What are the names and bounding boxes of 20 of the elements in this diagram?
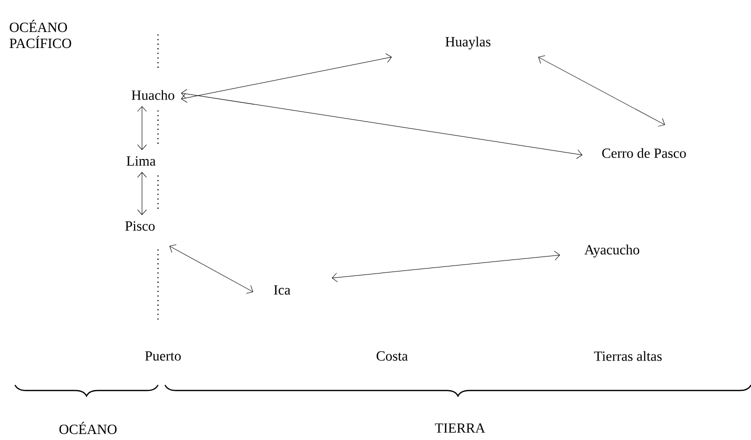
place-name: Ica xyxy=(274,285,290,295)
zone-label: Puerto xyxy=(145,351,181,361)
arrow xyxy=(137,172,147,215)
place-name: Ayacucho xyxy=(584,244,640,258)
place-name: Cerro de Pasco xyxy=(602,148,686,158)
place-name: Huacho xyxy=(132,90,174,100)
zone-label: Costa xyxy=(376,351,408,361)
arrow xyxy=(169,244,254,294)
arrow xyxy=(538,55,665,127)
arrow xyxy=(137,106,147,150)
arrow xyxy=(181,53,392,103)
place-name: Lima xyxy=(126,156,156,166)
place-name: Pisco xyxy=(125,221,155,231)
arrow xyxy=(332,250,560,282)
place-name: Huaylas xyxy=(445,36,490,50)
sea-label: OCÉANO PACÍFICO xyxy=(10,20,72,48)
brace-label: OCÉANO xyxy=(59,422,117,434)
zone-label: Tierras altas xyxy=(594,351,662,361)
brace-label: TIERRA xyxy=(434,423,486,433)
arrow xyxy=(181,89,582,159)
